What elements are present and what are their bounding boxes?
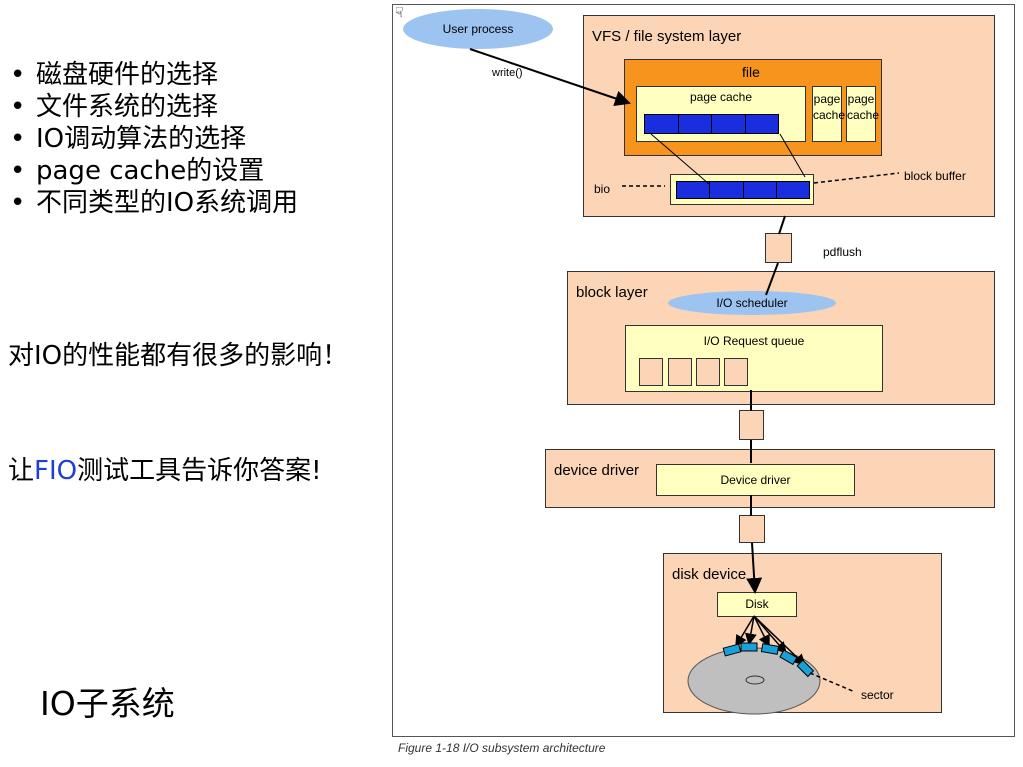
page-cache-label: page cache xyxy=(689,90,753,104)
sector-block xyxy=(722,643,742,657)
page-block xyxy=(712,115,746,133)
platter-hub xyxy=(745,675,765,685)
file-box: file page cache page cache page cache xyxy=(624,59,882,156)
page-cache-box-3: page cache xyxy=(846,86,879,142)
write-call-label: write() xyxy=(492,67,523,79)
block-buffer-label: block buffer xyxy=(904,169,966,183)
sector-arrow xyxy=(735,615,755,648)
fio-suffix: 测试工具告诉你答案! xyxy=(77,456,322,486)
user-process-label: User process xyxy=(442,22,514,36)
write-arrow xyxy=(469,48,631,107)
block-layer-label: block layer xyxy=(576,284,648,301)
sector-arrow xyxy=(753,615,770,648)
bio-block xyxy=(744,182,777,198)
request-slot xyxy=(668,358,692,386)
bullet-item: IO调动算法的选择 xyxy=(4,124,372,154)
block-layer-panel: block layer I/O scheduler I/O Request qu… xyxy=(567,271,995,405)
user-process-ellipse: User process xyxy=(403,9,553,49)
page-cache-box-2: page cache xyxy=(812,86,845,142)
io-architecture-figure: ☟ User process write() VFS / file system… xyxy=(392,4,1015,737)
slide-title: IO子系统 xyxy=(40,684,175,723)
impact-paragraph: 对IO的性能都有很多的影响！ xyxy=(8,341,349,371)
sector-block xyxy=(779,649,798,666)
pdflush-connector xyxy=(765,233,792,263)
vfs-layer-panel: VFS / file system layer file page cache … xyxy=(583,15,995,217)
vfs-pdflush-line xyxy=(778,215,786,235)
device-driver-box: Device driver xyxy=(656,464,855,496)
bullet-item: page cache的设置 xyxy=(4,156,372,186)
file-label: file xyxy=(742,64,760,80)
page-block xyxy=(679,115,712,133)
sector-block xyxy=(760,643,780,655)
pdflush-label: pdflush xyxy=(823,245,862,259)
sector-label: sector xyxy=(861,688,894,702)
platter-shape xyxy=(687,647,821,715)
bullet-item: 文件系统的选择 xyxy=(4,92,372,122)
figure-caption: Figure 1-18 I/O subsystem architecture xyxy=(398,741,606,755)
io-request-queue-label: I/O Request queue xyxy=(703,334,805,348)
disk-arrow xyxy=(746,542,763,594)
request-slot xyxy=(639,358,663,386)
page-to-bio-line xyxy=(650,133,710,185)
page-to-bio-line xyxy=(779,133,806,178)
fio-paragraph: 让FIO测试工具告诉你答案! xyxy=(8,456,380,487)
figure-connectors xyxy=(469,48,900,715)
bio-block xyxy=(677,182,711,198)
io-request-queue-box: I/O Request queue xyxy=(625,325,883,392)
request-slot xyxy=(724,358,748,386)
page-cache-box: page cache xyxy=(636,86,806,142)
sector-arrow xyxy=(744,615,757,646)
bio-buffer-box xyxy=(670,174,814,205)
sector-dash-line xyxy=(809,672,856,693)
bullet-item: 不同类型的IO系统调用 xyxy=(4,188,372,218)
pdflush-block-line xyxy=(765,262,779,296)
device-driver-panel: device driver Device driver xyxy=(545,449,995,508)
bullet-item: 磁盘硬件的选择 xyxy=(4,60,372,90)
fio-highlight: FIO xyxy=(34,456,78,486)
vfs-layer-label: VFS / file system layer xyxy=(592,28,742,45)
hand-icon: ☟ xyxy=(395,5,404,21)
device-driver-label: device driver xyxy=(554,462,640,479)
io-scheduler-label: I/O scheduler xyxy=(716,296,788,310)
io-scheduler-ellipse: I/O scheduler xyxy=(668,291,836,315)
page-blocks xyxy=(644,114,779,134)
page-block xyxy=(645,115,679,133)
bio-label: bio xyxy=(594,182,611,196)
sector-block xyxy=(740,642,758,652)
sector-arrow xyxy=(753,615,787,655)
disk-box: Disk xyxy=(717,592,797,617)
block-buffer-dash-line xyxy=(813,172,900,184)
request-slot xyxy=(696,358,720,386)
bullet-list: 磁盘硬件的选择 文件系统的选择 IO调动算法的选择 page cache的设置 … xyxy=(4,60,372,220)
disk-device-label: disk device xyxy=(672,566,747,583)
bio-blocks xyxy=(676,181,810,199)
bio-block xyxy=(710,182,744,198)
block-driver-connector xyxy=(739,410,764,440)
fio-prefix: 让 xyxy=(8,456,35,486)
